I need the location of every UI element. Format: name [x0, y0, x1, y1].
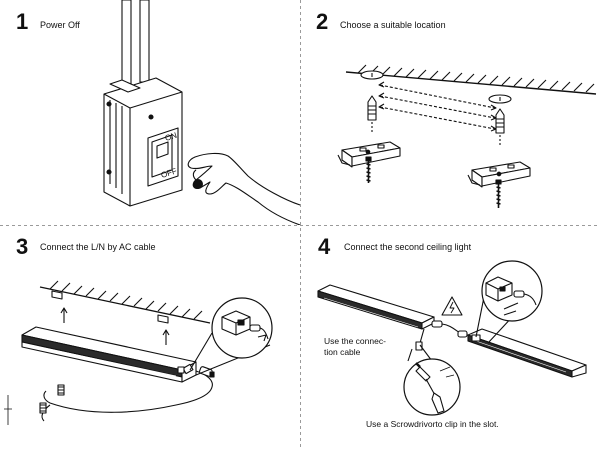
- step-number: 3: [16, 234, 29, 259]
- step-title: Connect the second ceiling light: [344, 242, 472, 252]
- screw-icon: [495, 179, 502, 208]
- screwdriver-clip-note: Use a Scrowdrivorto clip in the slot.: [366, 419, 499, 429]
- step-1-panel: 1 Power Off: [0, 0, 300, 225]
- screw-icon: [365, 156, 372, 183]
- connector-plug-icon: [221, 310, 269, 342]
- step-2-panel: 2 Choose a suitable location: [300, 0, 600, 225]
- step-number: 1: [16, 9, 29, 34]
- switch-on-label: ON: [164, 131, 178, 143]
- hand-icon: [187, 152, 300, 225]
- light-fixture-icon: [317, 284, 435, 330]
- light-fixture-icon: [467, 328, 587, 378]
- location-illustration: [337, 64, 597, 208]
- power-breaker-illustration: ON OFF: [103, 0, 300, 225]
- ceiling-line: [345, 64, 597, 95]
- measure-arrow-icon: [379, 84, 496, 130]
- step-title: Connect the L/N by AC cable: [40, 242, 156, 252]
- terminal-block-icon: [39, 384, 65, 414]
- light-fixture-icon: [21, 326, 197, 383]
- connector-plug-icon: [415, 320, 468, 351]
- second-light-illustration: [317, 260, 587, 416]
- horizontal-divider: [0, 224, 600, 226]
- power-breaker-icon: [103, 77, 183, 207]
- mounting-clip-icon: [51, 290, 63, 300]
- screwdriver-icon: [415, 362, 445, 414]
- ac-cable: [49, 370, 213, 413]
- connector-plug-icon: [199, 366, 215, 378]
- step-number: 4: [318, 234, 331, 259]
- electric-warning-icon: [441, 296, 463, 316]
- step-title: Choose a suitable location: [340, 20, 446, 30]
- wire-icon: [121, 0, 150, 89]
- mounting-clip-icon: [467, 161, 531, 188]
- step-3-panel: 3 Connect the L/N by AC cable: [0, 225, 300, 450]
- ac-cable-illustration: [4, 280, 273, 425]
- wall-anchor-icon: [367, 95, 377, 134]
- mounting-clip-icon: [337, 141, 401, 168]
- connection-cable-note: Use the connec- tion cable: [324, 336, 386, 357]
- step-title: Power Off: [40, 20, 80, 30]
- mounting-clip-icon: [157, 314, 169, 324]
- step-4-panel: 4 Connect the second ceiling light: [300, 225, 600, 450]
- connector-plug-icon: [485, 276, 537, 316]
- step-number: 2: [316, 9, 329, 34]
- zoom-callout: [403, 358, 461, 416]
- wall-anchor-icon: [495, 108, 505, 146]
